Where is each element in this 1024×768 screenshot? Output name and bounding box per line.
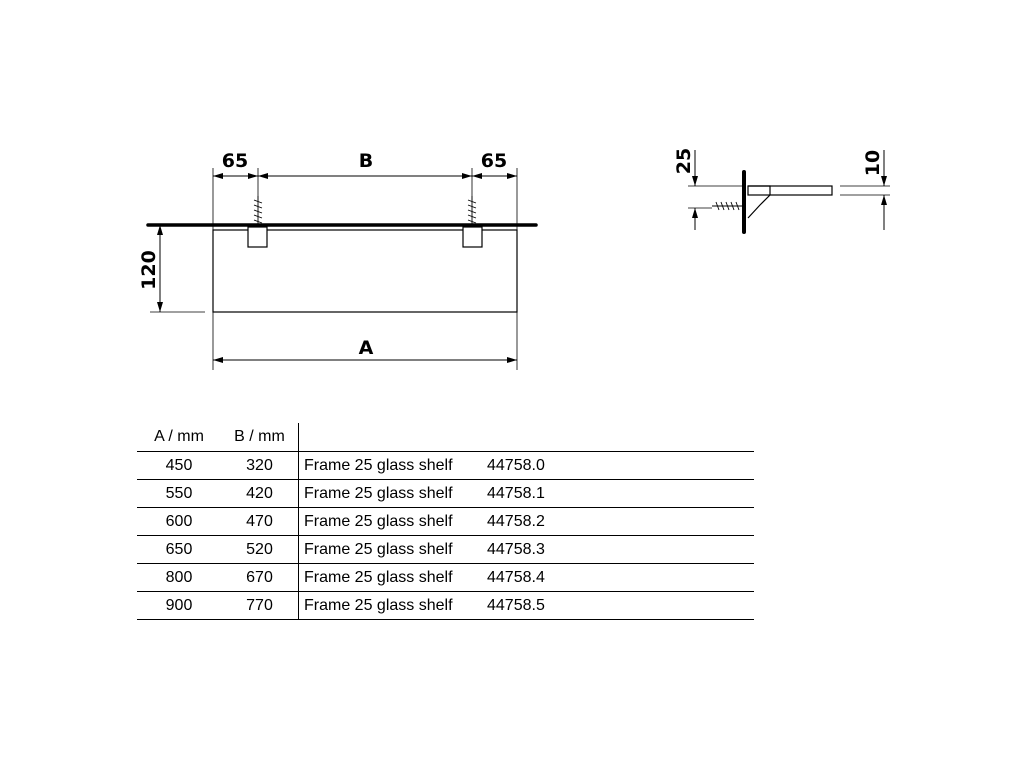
table-row: 800 670 Frame 25 glass shelf 44758.4 (137, 563, 754, 592)
cell-num: 44758.1 (487, 479, 754, 508)
table-row: 900 770 Frame 25 glass shelf 44758.5 (137, 591, 754, 620)
cell-b: 420 (221, 479, 299, 508)
header-num (487, 423, 754, 452)
dim-a-label: A (359, 337, 374, 359)
cell-desc: Frame 25 glass shelf (298, 451, 487, 480)
cell-a: 450 (137, 451, 221, 480)
cell-desc: Frame 25 glass shelf (298, 507, 487, 536)
cell-a: 650 (137, 535, 221, 564)
cell-desc: Frame 25 glass shelf (298, 563, 487, 592)
table-row: 650 520 Frame 25 glass shelf 44758.3 (137, 535, 754, 564)
cell-a: 550 (137, 479, 221, 508)
side-view (688, 150, 890, 234)
cell-desc: Frame 25 glass shelf (298, 479, 487, 508)
cell-num: 44758.5 (487, 591, 754, 620)
spec-table: A / mm B / mm 450 320 Frame 25 glass she… (137, 423, 754, 620)
header-desc (299, 423, 488, 452)
table-row: 600 470 Frame 25 glass shelf 44758.2 (137, 507, 754, 536)
cell-num: 44758.4 (487, 563, 754, 592)
cell-a: 600 (137, 507, 221, 536)
dim-height-120: 120 (138, 250, 160, 290)
dim-side-10: 10 (862, 150, 884, 176)
cell-num: 44758.0 (487, 451, 754, 480)
dim-right-65: 65 (481, 150, 507, 172)
cell-b: 470 (221, 507, 299, 536)
cell-b: 520 (221, 535, 299, 564)
table-row: 550 420 Frame 25 glass shelf 44758.1 (137, 479, 754, 508)
cell-b: 670 (221, 563, 299, 592)
table-header-row: A / mm B / mm (137, 423, 754, 452)
dim-side-25: 25 (673, 148, 695, 174)
cell-b: 770 (221, 591, 299, 620)
front-view (146, 168, 538, 370)
cell-a: 900 (137, 591, 221, 620)
cell-a: 800 (137, 563, 221, 592)
header-a: A / mm (154, 428, 204, 445)
header-b: B / mm (221, 423, 299, 452)
cell-num: 44758.2 (487, 507, 754, 536)
dim-b-label: B (359, 150, 373, 172)
cell-b: 320 (221, 451, 299, 480)
cell-desc: Frame 25 glass shelf (298, 591, 487, 620)
cell-num: 44758.3 (487, 535, 754, 564)
table-row: 450 320 Frame 25 glass shelf 44758.0 (137, 451, 754, 480)
dim-left-65: 65 (222, 150, 248, 172)
cell-desc: Frame 25 glass shelf (298, 535, 487, 564)
